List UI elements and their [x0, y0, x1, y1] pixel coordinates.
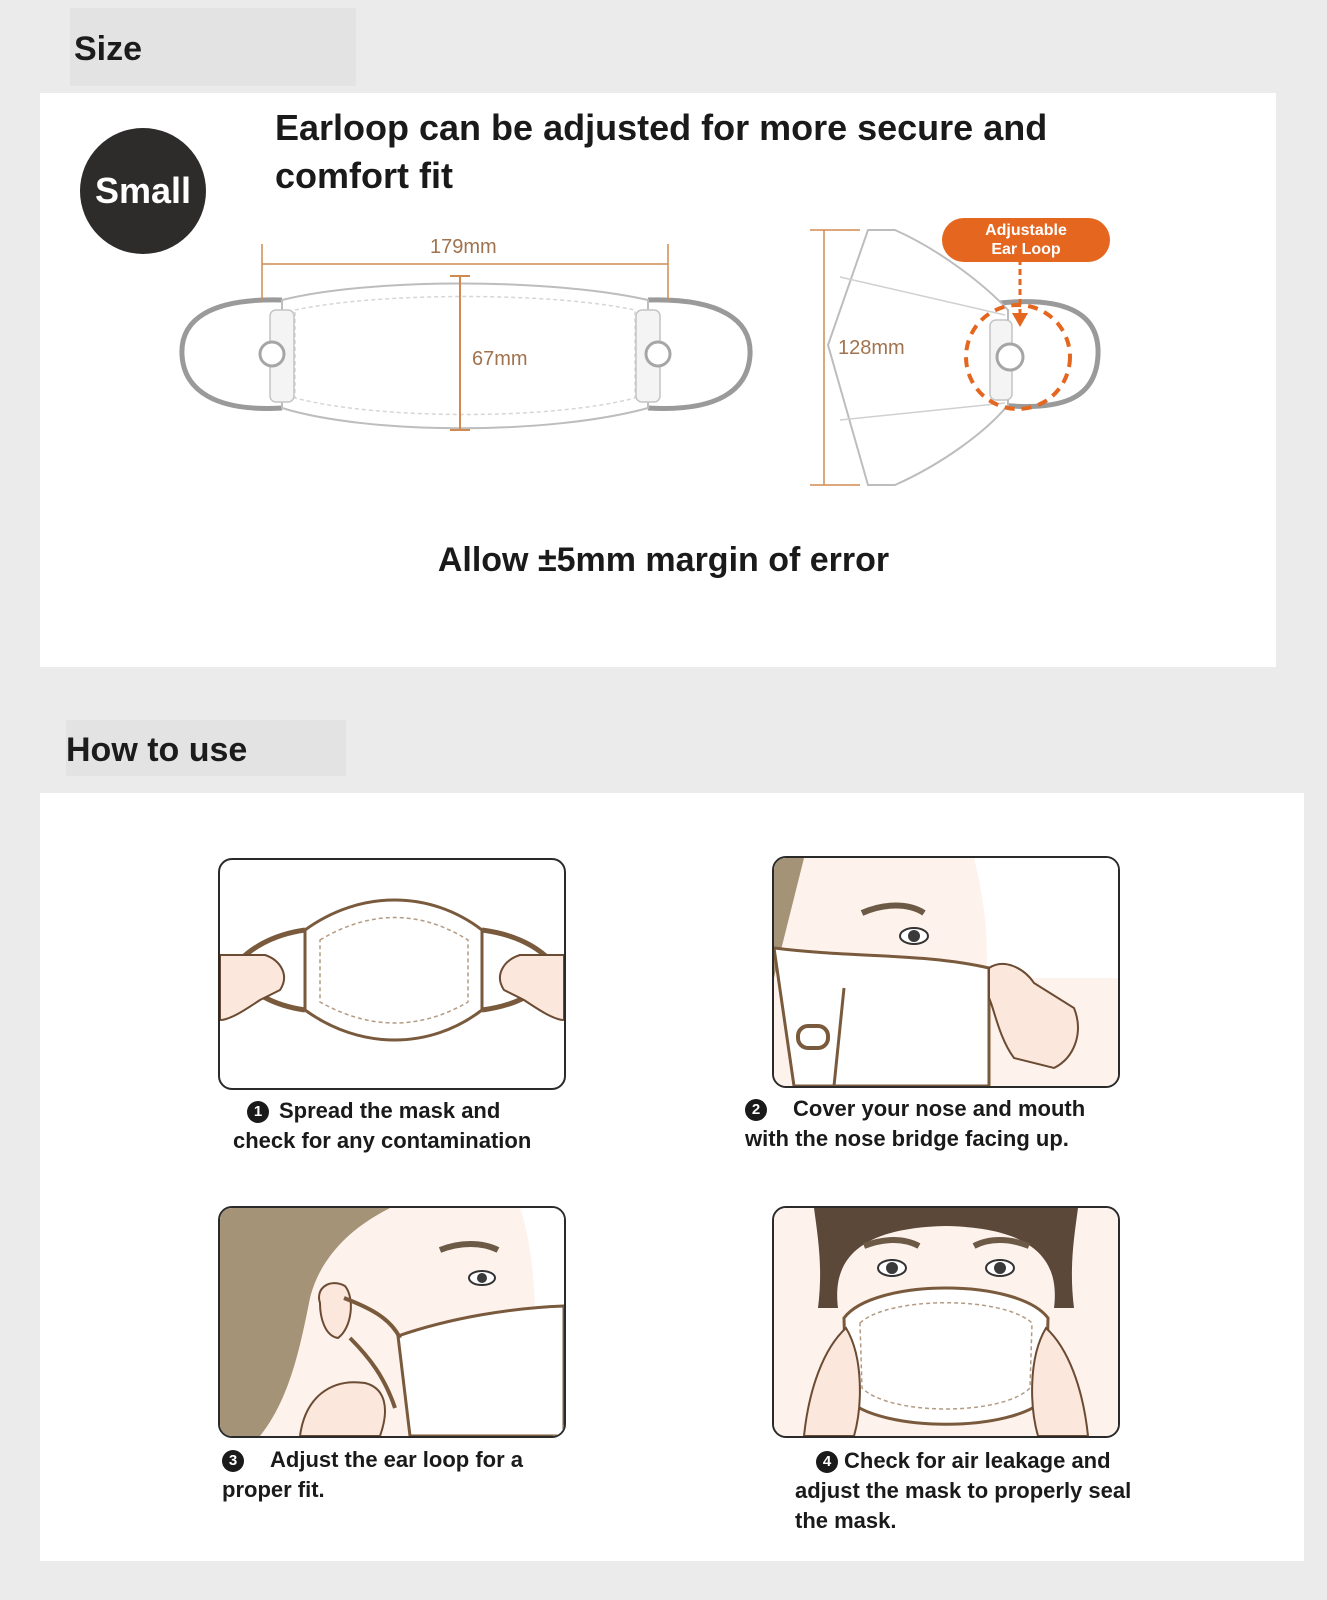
step-3-line-2: proper fit. — [222, 1477, 325, 1502]
step-1-caption: 1 Spread the mask and check for any conta… — [233, 1096, 531, 1156]
step-4-number: 4 — [816, 1451, 838, 1473]
step-2-caption: 2 Cover your nose and mouth with the nose… — [745, 1094, 1085, 1154]
size-specifications-tab: Size Specifications — [70, 8, 356, 150]
spread-mask-illustration — [220, 898, 564, 1042]
step-3-number: 3 — [222, 1450, 244, 1472]
side-height-dimension-label: 128mm — [838, 337, 905, 359]
adjustable-ear-loop-callout: Adjustable Ear Loop — [942, 218, 1110, 262]
step-4-line-2: adjust the mask to properly seal — [795, 1478, 1132, 1503]
step-4-line-3: the mask. — [795, 1508, 897, 1533]
earloop-headline: Earloop can be adjusted for more secure … — [275, 107, 1048, 196]
check-air-leakage-illustration — [774, 1208, 1118, 1436]
adjust-ear-loop-illustration — [220, 1208, 564, 1436]
step-3-line-1: Adjust the ear loop for a — [270, 1447, 524, 1472]
width-dimension-label: 179mm — [430, 236, 497, 258]
size-badge: Small — [80, 128, 206, 254]
step-3-caption: 3 Adjust the ear loop for a proper fit. — [222, 1445, 523, 1505]
step-3-illustration — [218, 1206, 566, 1438]
step-1-number: 1 — [247, 1101, 269, 1123]
step-1-line-1: Spread the mask and — [279, 1098, 501, 1123]
step-1-line-2: check for any contamination — [233, 1128, 532, 1153]
mask-side-diagram — [810, 229, 1101, 486]
step-2-line-2: with the nose bridge facing up. — [745, 1126, 1069, 1151]
cover-nose-illustration — [774, 858, 1118, 1086]
step-4-caption: 4 Check for air leakage and adjust the ma… — [795, 1446, 1131, 1536]
margin-of-error-note: Allow ±5mm margin of error — [437, 541, 890, 579]
step-2-line-1: Cover your nose and mouth — [793, 1096, 1086, 1121]
height-dimension-label: 67mm — [472, 348, 528, 370]
step-4-illustration — [772, 1206, 1120, 1438]
how-to-use-title: How to use — [66, 731, 248, 769]
step-2-illustration — [772, 856, 1120, 1088]
step-2-number: 2 — [745, 1099, 767, 1121]
mask-front-diagram — [179, 244, 753, 431]
how-to-use-tab: How to use — [66, 720, 346, 776]
step-1-illustration — [218, 858, 566, 1090]
step-4-line-1: Check for air leakage and — [844, 1448, 1111, 1473]
callout-line-1: Adjustable — [985, 222, 1067, 239]
callout-line-2: Ear Loop — [991, 241, 1061, 258]
